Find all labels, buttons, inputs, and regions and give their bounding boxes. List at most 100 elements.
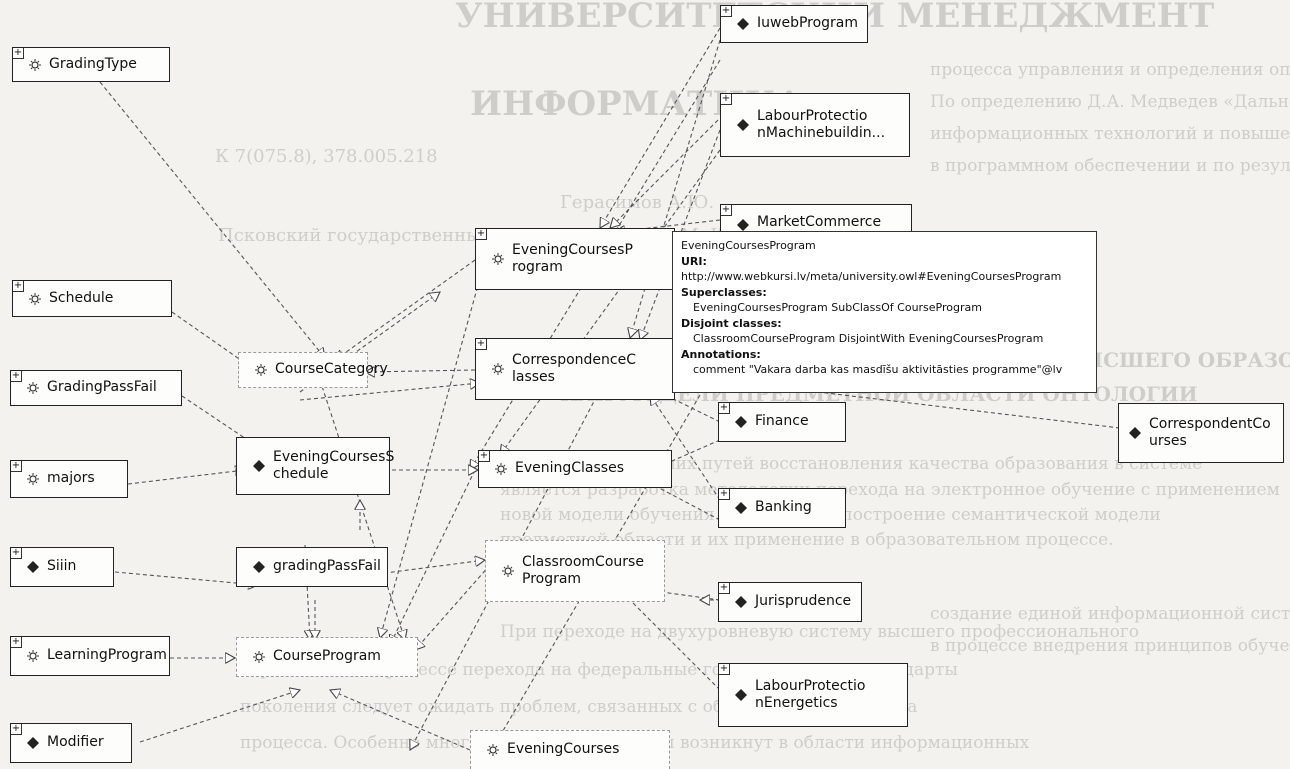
node-label: gradingPassFail <box>273 558 381 575</box>
individual-diamond-icon <box>735 416 747 428</box>
individual-diamond-icon <box>737 219 749 231</box>
node-finance[interactable]: + Finance <box>718 402 846 442</box>
class-icon <box>27 473 39 485</box>
node-market-commerce[interactable]: + MarketCommerce <box>720 204 912 234</box>
node-schedule[interactable]: + Schedule <box>12 280 172 317</box>
node-evening-classes[interactable]: + EveningClasses <box>478 450 672 488</box>
class-icon <box>487 744 499 756</box>
class-icon <box>29 292 41 305</box>
class-icon <box>495 463 507 475</box>
node-correspondent-courses[interactable]: CorrespondentCo urses <box>1118 403 1284 463</box>
individual-diamond-icon <box>253 460 265 472</box>
class-info-tooltip: EveningCoursesProgram URI: http://www.we… <box>672 231 1097 393</box>
class-icon <box>492 253 504 265</box>
node-label: EveningCourses <box>507 741 620 758</box>
node-label: ClassroomCourse Program <box>522 553 644 588</box>
node-jurisprudence[interactable]: + Jurisprudence <box>718 582 862 622</box>
node-banking[interactable]: + Banking <box>718 488 846 528</box>
individual-diamond-icon <box>737 119 749 131</box>
individual-diamond-icon <box>735 596 747 608</box>
tooltip-uri-row: URI: http://www.webkursi.lv/meta/univers… <box>681 254 1088 285</box>
node-label: Jurisprudence <box>755 593 852 610</box>
node-labour-protection-energetics[interactable]: + LabourProtectio nEnergetics <box>718 663 908 727</box>
node-label: Siiin <box>47 558 77 575</box>
node-label: CourseProgram <box>273 648 381 665</box>
tooltip-annotation: comment "Vakara darba kas masdīšu aktivi… <box>693 363 1063 376</box>
node-label: Modifier <box>47 734 104 751</box>
node-label: GradingPassFail <box>47 379 157 396</box>
node-course-program[interactable]: CourseProgram <box>236 637 418 677</box>
tooltip-superclass: EveningCoursesProgram SubClassOf CourseP… <box>693 301 982 314</box>
tooltip-annotations-label: Annotations: <box>681 347 761 361</box>
node-iuweb-program[interactable]: + IuwebProgram <box>720 5 868 43</box>
expand-icon[interactable]: + <box>719 488 730 500</box>
node-label: LabourProtectio nMachinebuildin... <box>757 107 886 142</box>
node-label: EveningClasses <box>515 460 625 477</box>
individual-diamond-icon <box>735 502 747 514</box>
node-learning-program[interactable]: + LearningProgram <box>10 636 170 676</box>
node-label: Finance <box>755 413 809 430</box>
node-evening-courses[interactable]: EveningCourses <box>470 730 670 769</box>
class-icon <box>255 364 267 376</box>
node-label: LearningProgram <box>47 647 167 664</box>
tooltip-uri-label: URI: <box>681 254 707 268</box>
node-course-category[interactable]: CourseCategory <box>238 352 388 388</box>
node-classroom-course-program[interactable]: ClassroomCourse Program <box>485 540 665 602</box>
class-icon <box>492 363 504 375</box>
expand-icon[interactable]: + <box>11 547 22 559</box>
expand-icon[interactable]: + <box>476 338 487 350</box>
class-icon <box>253 651 265 663</box>
node-label: Schedule <box>49 289 114 306</box>
expand-icon[interactable]: + <box>721 204 732 216</box>
tooltip-disjoint-label: Disjoint classes: <box>681 316 782 330</box>
class-icon <box>502 565 514 577</box>
expand-icon[interactable]: + <box>476 228 487 240</box>
class-icon <box>27 650 39 662</box>
node-label: CorrespondentCo urses <box>1149 415 1271 450</box>
node-grading-pass-fail-individual[interactable]: gradingPassFail <box>236 547 388 587</box>
expand-icon[interactable]: + <box>11 636 22 648</box>
class-icon <box>29 58 41 71</box>
node-modifier[interactable]: + Modifier <box>10 723 132 763</box>
node-label: Banking <box>755 499 812 516</box>
node-correspondence-classes[interactable]: + CorrespondenceC lasses <box>475 338 675 400</box>
node-label: CourseCategory <box>275 361 388 378</box>
node-evening-courses-schedule[interactable]: EveningCoursesS chedule <box>236 437 394 495</box>
individual-diamond-icon <box>27 561 39 573</box>
individual-diamond-icon <box>253 561 265 573</box>
node-siiin[interactable]: + Siiin <box>10 547 114 587</box>
expand-icon[interactable]: + <box>719 582 730 594</box>
expand-icon[interactable]: + <box>11 460 22 472</box>
expand-icon[interactable]: + <box>721 93 732 105</box>
individual-diamond-icon <box>1129 427 1141 439</box>
individual-diamond-icon <box>737 18 749 30</box>
node-label: EveningCoursesS chedule <box>273 448 395 483</box>
node-majors[interactable]: + majors <box>10 460 128 498</box>
expand-icon[interactable]: + <box>13 47 24 59</box>
node-label: GradingType <box>49 55 137 72</box>
expand-icon[interactable]: + <box>479 450 490 462</box>
node-labour-protection-machinebuilding[interactable]: + LabourProtectio nMachinebuildin... <box>720 93 910 157</box>
node-label: MarketCommerce <box>757 213 882 230</box>
expand-icon[interactable]: + <box>719 402 730 414</box>
tooltip-title: EveningCoursesProgram <box>681 239 816 252</box>
node-label: CorrespondenceC lasses <box>512 351 636 386</box>
class-icon <box>27 382 39 394</box>
expand-icon[interactable]: + <box>11 370 22 382</box>
node-label: IuwebProgram <box>757 15 859 32</box>
node-grading-type[interactable]: + GradingType <box>12 47 170 82</box>
individual-diamond-icon <box>735 689 747 701</box>
node-evening-courses-program[interactable]: + EveningCoursesP rogram <box>475 228 675 290</box>
node-label: LabourProtectio nEnergetics <box>755 677 866 712</box>
expand-icon[interactable]: + <box>719 663 730 675</box>
tooltip-disjoint: ClassroomCourseProgram DisjointWith Even… <box>693 332 1044 345</box>
expand-icon[interactable]: + <box>11 723 22 735</box>
node-label: majors <box>47 470 95 487</box>
tooltip-uri[interactable]: http://www.webkursi.lv/meta/university.o… <box>681 270 1062 283</box>
expand-icon[interactable]: + <box>13 280 24 292</box>
individual-diamond-icon <box>27 737 39 749</box>
expand-icon[interactable]: + <box>721 5 732 17</box>
node-label: EveningCoursesP rogram <box>512 241 633 276</box>
node-grading-pass-fail[interactable]: + GradingPassFail <box>10 370 182 406</box>
tooltip-superclasses-label: Superclasses: <box>681 285 767 299</box>
